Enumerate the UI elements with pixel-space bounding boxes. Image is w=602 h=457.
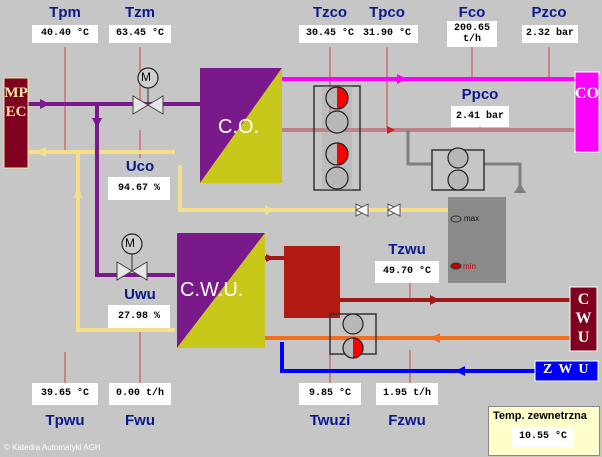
tzco-label: Tzco xyxy=(312,4,348,21)
mpec-block xyxy=(3,77,29,169)
ppco-label: Ppco xyxy=(461,86,499,103)
fco-value-unit: t/h xyxy=(462,34,481,45)
zwu-label: ZWU xyxy=(543,362,595,377)
expansion-tank xyxy=(448,197,506,283)
tzm-label: Tzm xyxy=(125,4,155,21)
co-side-block xyxy=(574,71,600,153)
tzwu-label: Tzwu xyxy=(388,241,426,258)
cwu-side-block xyxy=(569,286,598,352)
outdoor-temperature-title: Temp. zewnetrzna xyxy=(493,410,587,422)
uco-value: 94.67 % xyxy=(108,177,170,200)
makeup-pump-group[interactable] xyxy=(431,147,485,191)
tpwu-label: Tpwu xyxy=(45,412,85,429)
fco-value-number: 200.65 xyxy=(453,23,490,34)
tpco-value: 31.90 °C xyxy=(356,25,418,43)
tpm-value: 40.40 °C xyxy=(32,25,98,43)
pzco-label: Pzco xyxy=(531,4,567,21)
tpm-label: Tpm xyxy=(49,4,81,21)
co-exchanger-label: C.O. xyxy=(218,116,260,138)
tank-max-label: max xyxy=(464,214,480,223)
uwu-value: 27.98 % xyxy=(108,305,170,328)
fwu-value: 0.00 t/h xyxy=(109,383,171,405)
cwu-exchanger-label: C.W.U. xyxy=(180,279,244,301)
tank-min-label: min xyxy=(463,262,476,271)
twuzi-value: 9.85 °C xyxy=(299,383,361,405)
fco-label: Fco xyxy=(458,4,486,21)
cwu-motor-label: M xyxy=(125,236,135,250)
cwu-side-label: CWU xyxy=(575,291,592,346)
tpco-label: Tpco xyxy=(369,4,405,21)
outdoor-temperature-value: 10.55 °C xyxy=(512,427,574,447)
cwu-pump-group[interactable] xyxy=(329,313,377,359)
uwu-label: Uwu xyxy=(124,286,156,303)
co-pump-group[interactable] xyxy=(313,85,361,191)
tzm-value: 63.45 °C xyxy=(109,25,171,43)
copyright: © Katedra Automatyki AGH xyxy=(4,443,101,452)
zwu-block xyxy=(534,360,599,382)
co-motor-label: M xyxy=(141,70,151,84)
tzwu-value: 49.70 °C xyxy=(375,261,439,283)
tpwu-value: 39.65 °C xyxy=(32,383,98,405)
fwu-label: Fwu xyxy=(125,412,155,429)
fzwu-value: 1.95 t/h xyxy=(376,383,438,405)
fco-value: 200.65 t/h xyxy=(447,21,497,47)
tzco-value: 30.45 °C xyxy=(299,25,361,43)
pzco-value: 2.32 bar xyxy=(522,25,578,43)
ppco-value: 2.41 bar xyxy=(451,106,509,127)
co-control-valve[interactable] xyxy=(132,67,164,115)
cwu-control-valve[interactable] xyxy=(116,233,148,281)
twuzi-label: Twuzi xyxy=(309,412,351,429)
cwu-storage-tank xyxy=(284,246,340,318)
fzwu-label: Fzwu xyxy=(388,412,426,429)
uco-label: Uco xyxy=(125,158,155,175)
co-side-label: CO xyxy=(575,85,599,102)
mpec-label: MPEC xyxy=(4,85,28,120)
